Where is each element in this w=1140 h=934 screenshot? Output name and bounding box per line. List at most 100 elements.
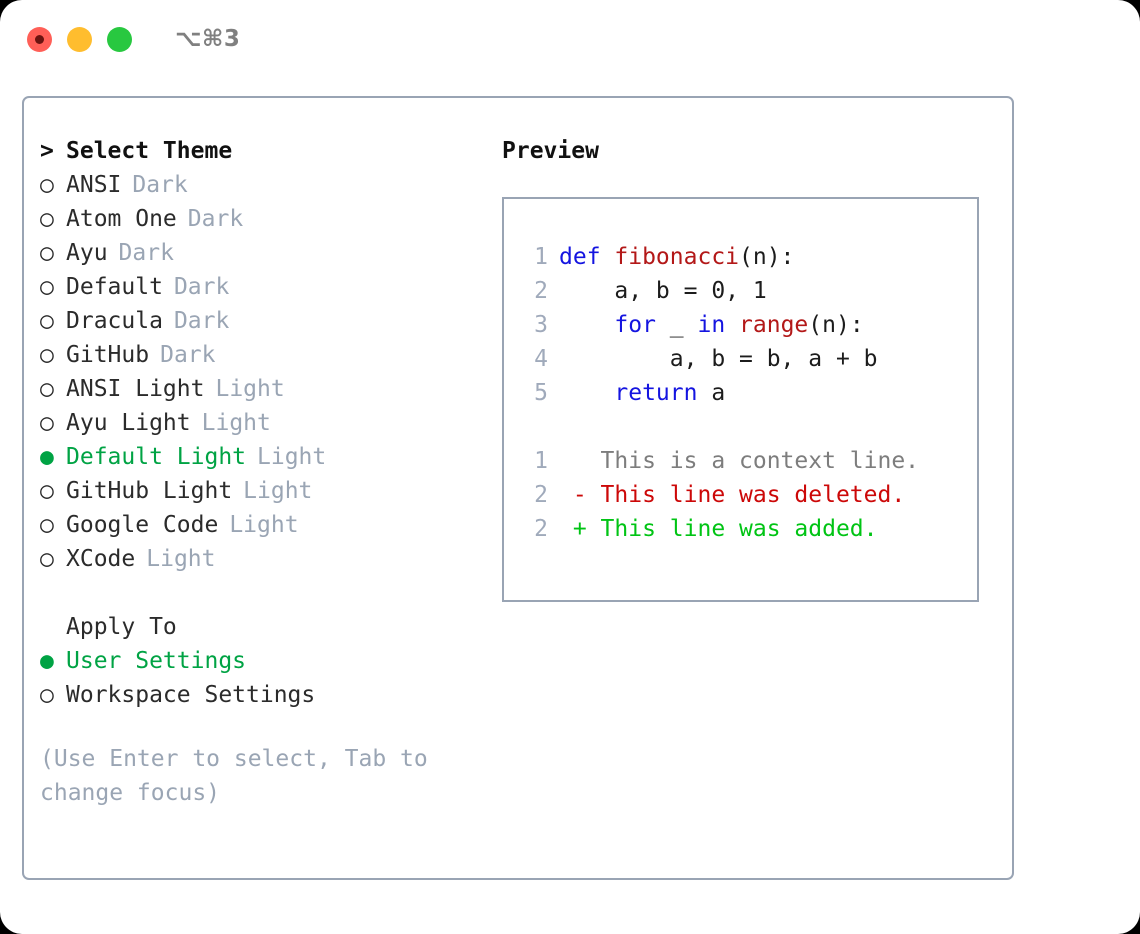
radio-unselected-icon: ○ [40, 478, 54, 504]
radio-unselected-icon: ○ [40, 376, 54, 402]
theme-list-item[interactable]: ○ Atom One Dark [40, 206, 480, 240]
theme-item-kind: Light [201, 410, 271, 436]
diff-text: This is a context line. [600, 448, 920, 474]
code-token: for [614, 312, 656, 338]
theme-item-kind: Dark [187, 206, 244, 232]
code-token: a, b = b, a + b [559, 346, 878, 372]
theme-item-label: Default Light [66, 444, 247, 470]
radio-selected-icon: ● [40, 648, 54, 674]
diff-line: 2 + This line was added. [518, 516, 977, 550]
code-line: 5 return a [518, 380, 977, 414]
apply-to-list: ● User Settings ○ Workspace Settings [40, 648, 480, 716]
radio-unselected-icon: ○ [40, 512, 54, 538]
theme-item-label: ANSI Light [66, 376, 205, 402]
code-line: 4 a, b = b, a + b [518, 346, 977, 380]
diff-sign: - [559, 482, 601, 508]
theme-item-kind: Dark [173, 308, 230, 334]
theme-list-item[interactable]: ○ GitHub Light Light [40, 478, 480, 512]
theme-item-kind: Dark [118, 240, 174, 266]
zoom-button[interactable] [107, 26, 132, 52]
theme-item-label: GitHub Light [66, 478, 233, 504]
code-line: 2 a, b = 0, 1 [518, 278, 977, 312]
code-token [559, 380, 614, 406]
theme-list-item[interactable]: ○ ANSI Dark [40, 172, 480, 206]
code-token: a [697, 380, 726, 406]
diff-text: This line was added. [600, 516, 878, 542]
theme-item-label: Atom One [66, 206, 177, 232]
theme-pane-header-label: Select Theme [66, 138, 233, 164]
diff-text: This line was deleted. [600, 482, 906, 508]
radio-unselected-icon: ○ [40, 308, 54, 334]
minimize-button[interactable] [67, 26, 92, 52]
apply-to-option-label: Workspace Settings [66, 682, 316, 708]
keyboard-shortcut-label: ⌥⌘3 [175, 26, 241, 52]
radio-selected-icon: ● [40, 444, 54, 470]
radio-unselected-icon: ○ [40, 172, 54, 198]
code-line-number: 1 [534, 244, 548, 270]
theme-list-item[interactable]: ○ Google Code Light [40, 512, 480, 546]
theme-item-kind: Dark [132, 172, 188, 198]
close-button[interactable] [27, 26, 52, 52]
diff-line: 2 - This line was deleted. [518, 482, 977, 516]
preview-title: Preview [502, 138, 599, 164]
theme-item-kind: Light [146, 546, 216, 572]
code-token: def [559, 244, 615, 270]
theme-list-item[interactable]: ● Default Light Light [40, 444, 480, 478]
theme-item-label: ANSI [66, 172, 122, 198]
apply-to-header: Apply To [66, 614, 177, 640]
radio-unselected-icon: ○ [40, 410, 54, 436]
title-bar: ⌥⌘3 [0, 0, 1140, 78]
apply-to-option[interactable]: ● User Settings [40, 648, 480, 682]
radio-unselected-icon: ○ [40, 682, 54, 708]
code-token: fibonacci [614, 244, 740, 270]
theme-item-label: Google Code [66, 512, 219, 538]
diff-sign [559, 448, 601, 474]
code-token: _ [655, 312, 698, 338]
diff-sample: 1 This is a context line.2 - This line w… [518, 448, 977, 550]
code-token: return [614, 380, 698, 406]
code-token [725, 312, 739, 338]
code-diff-separator [518, 414, 977, 448]
apply-to-option[interactable]: ○ Workspace Settings [40, 682, 480, 716]
theme-item-kind: Dark [160, 342, 216, 368]
diff-line-number: 2 [534, 482, 548, 508]
radio-unselected-icon: ○ [40, 206, 54, 232]
theme-list-item[interactable]: ○ XCode Light [40, 546, 480, 580]
theme-item-kind: Dark [173, 274, 230, 300]
theme-item-label: Dracula [66, 308, 163, 334]
theme-list-item[interactable]: ○ ANSI Light Light [40, 376, 480, 410]
theme-item-label: XCode [66, 546, 136, 572]
theme-item-label: Ayu [66, 240, 108, 266]
code-line-number: 5 [534, 380, 548, 406]
prompt-caret-icon: > [40, 138, 54, 164]
diff-line-number: 1 [534, 448, 548, 474]
diff-sign: + [559, 516, 601, 542]
theme-item-kind: Light [215, 376, 285, 402]
code-token: (n): [808, 312, 864, 338]
theme-item-kind: Light [257, 444, 327, 470]
radio-unselected-icon: ○ [40, 342, 54, 368]
code-line-number: 2 [534, 278, 548, 304]
theme-item-kind: Light [229, 512, 299, 538]
theme-list-item[interactable]: ○ Dracula Dark [40, 308, 480, 342]
radio-unselected-icon: ○ [40, 546, 54, 572]
diff-line: 1 This is a context line. [518, 448, 977, 482]
code-token: a, b = 0, 1 [559, 278, 767, 304]
list-spacer [40, 580, 480, 614]
radio-unselected-icon: ○ [40, 274, 54, 300]
code-token [559, 312, 614, 338]
code-line-number: 4 [534, 346, 548, 372]
theme-pane-header: > Select Theme [40, 138, 480, 172]
apply-to-option-label: User Settings [66, 648, 247, 674]
theme-item-kind: Light [243, 478, 313, 504]
code-token: in [697, 312, 726, 338]
